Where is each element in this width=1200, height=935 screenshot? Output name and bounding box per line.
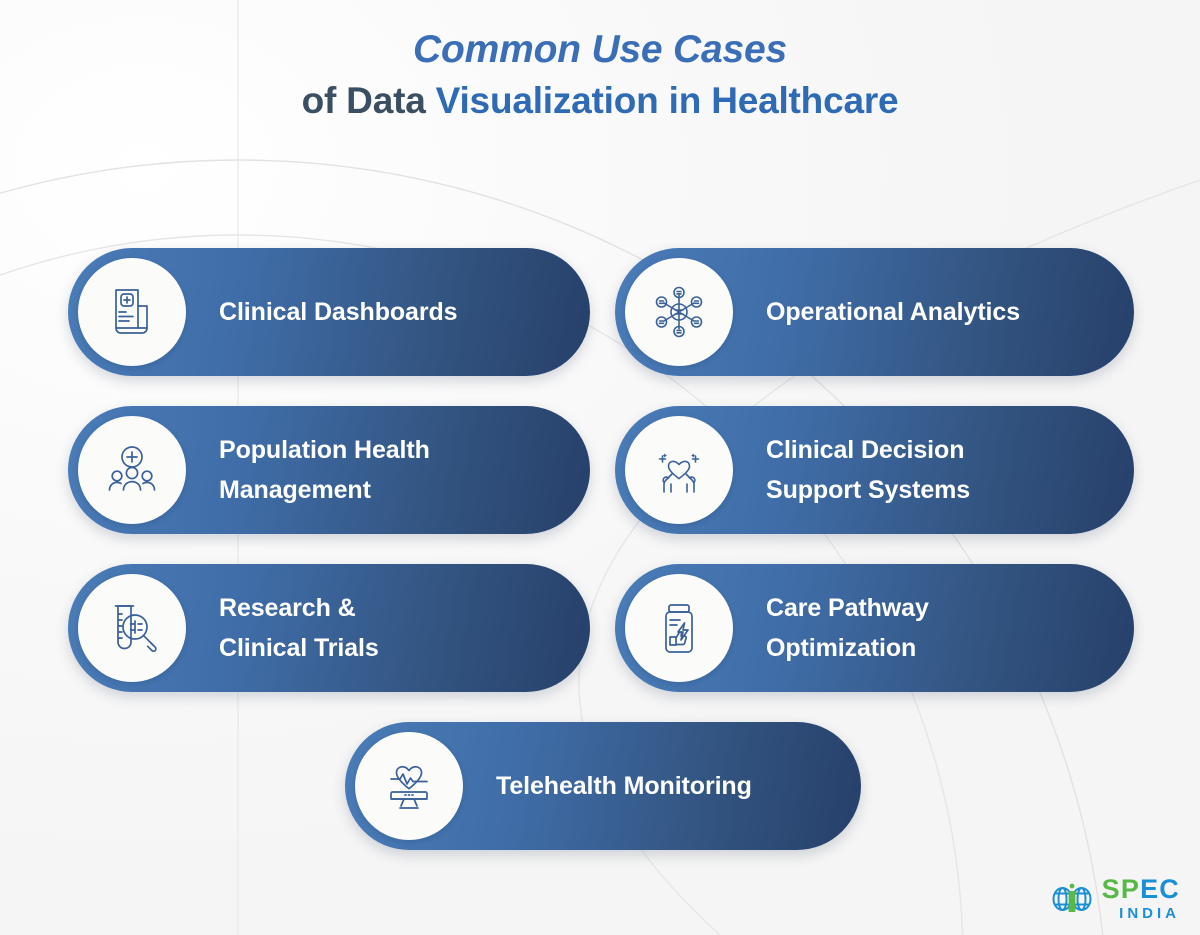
page-title-line-1: Common Use Cases (413, 28, 787, 71)
use-case-card-telehealth-monitoring[interactable]: Telehealth Monitoring (345, 722, 861, 850)
medicine-bottle-icon (625, 574, 733, 682)
logo-wordmark: SPEC INDIA (1102, 876, 1180, 922)
network-hub-icon (625, 258, 733, 366)
people-health-icon (78, 416, 186, 524)
use-case-label: Care Pathway Optimization (766, 594, 929, 662)
page-title-line-2: of Data Visualization in Healthcare (0, 76, 1200, 126)
use-case-card-population-health-management[interactable]: Population Health Management (68, 406, 590, 534)
use-case-card-research-clinical-trials[interactable]: Research & Clinical Trials (68, 564, 590, 692)
use-case-label: Population Health Management (219, 436, 430, 504)
use-case-card-clinical-decision-support-systems[interactable]: Clinical Decision Support Systems (615, 406, 1134, 534)
logo-brand-part-1: SP (1101, 874, 1141, 904)
use-case-label: Research & Clinical Trials (219, 594, 379, 662)
use-case-card-care-pathway-optimization[interactable]: Care Pathway Optimization (615, 564, 1134, 692)
test-tube-magnifier-icon (78, 574, 186, 682)
use-case-card-operational-analytics[interactable]: Operational Analytics (615, 248, 1134, 376)
logo-country: INDIA (1119, 905, 1180, 922)
medical-record-icon (78, 258, 186, 366)
logo-brand: SPEC (1102, 876, 1180, 903)
use-case-label: Clinical Decision Support Systems (766, 436, 971, 504)
globe-icon (1052, 883, 1092, 912)
page-title-line-2-part-1: of Data (301, 80, 436, 121)
use-case-label: Clinical Dashboards (219, 298, 458, 326)
heart-pulse-monitor-icon (355, 732, 463, 840)
use-case-card-clinical-dashboards[interactable]: Clinical Dashboards (68, 248, 590, 376)
page-title: Common Use Cases of Data Visualization i… (0, 24, 1200, 126)
use-case-label: Operational Analytics (766, 298, 1020, 326)
spec-india-logo[interactable]: SPEC INDIA (1049, 876, 1180, 921)
logo-brand-part-2: EC (1140, 874, 1180, 904)
hands-heart-icon (625, 416, 733, 524)
use-case-label: Telehealth Monitoring (496, 772, 752, 800)
page-title-line-2-part-2: Visualization in Healthcare (435, 80, 899, 121)
